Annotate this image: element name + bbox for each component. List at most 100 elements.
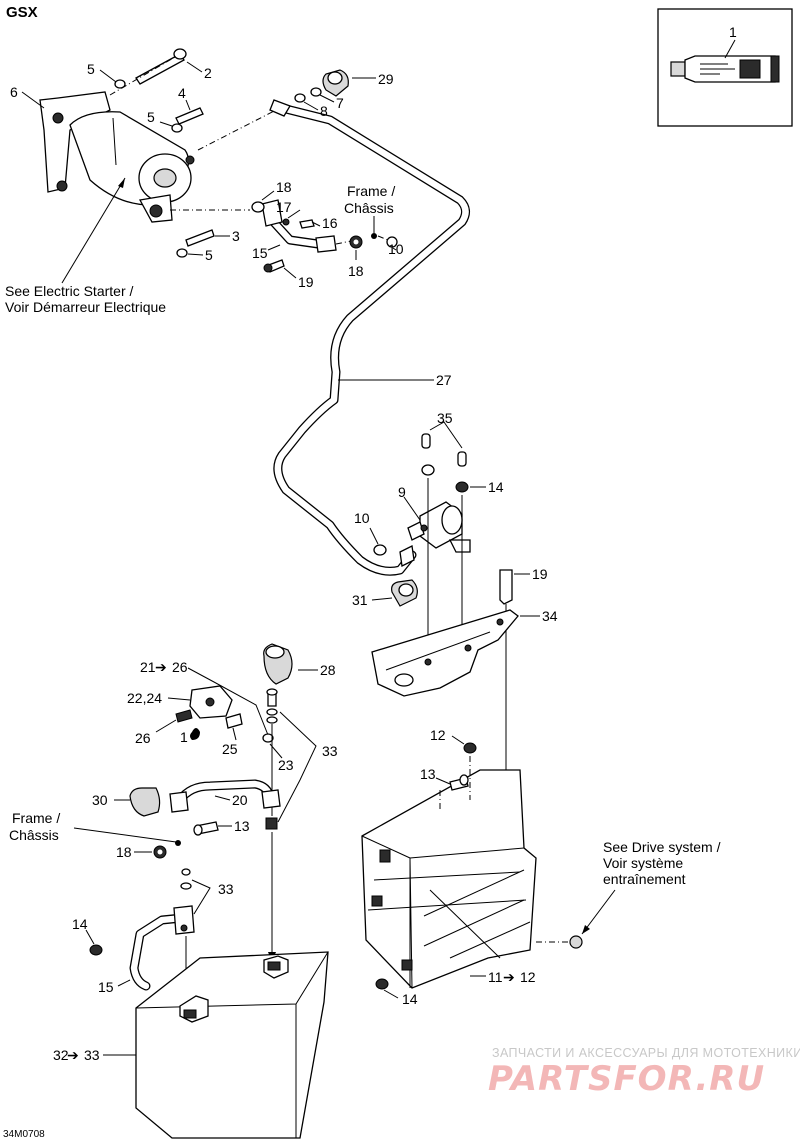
callout-16: 16 — [322, 215, 338, 231]
note-frame-top-en: Frame / — [347, 183, 395, 199]
cap-35-b — [457, 451, 467, 467]
callout-31: 31 — [352, 592, 368, 608]
callout-13-left: 13 — [234, 818, 250, 834]
callout-17: 17 — [276, 199, 292, 215]
bolt-4 — [175, 107, 204, 125]
fuse-25 — [225, 713, 243, 729]
callout-5-low: 5 — [205, 247, 213, 263]
callout-10-mid: 10 — [354, 510, 370, 526]
callout-19-top: 19 — [298, 274, 314, 290]
nut-10-mid — [373, 544, 387, 556]
note-electric-starter-fr: Voir Démarreur Electrique — [5, 299, 166, 315]
screw-16 — [299, 219, 315, 229]
callout-1-grease: 1 — [180, 729, 188, 745]
boot-30 — [129, 787, 161, 817]
cable-20 — [169, 779, 281, 813]
callout-5-top: 5 — [87, 61, 95, 77]
callout-20: 20 — [232, 792, 248, 808]
callout-32: 32 — [53, 1047, 69, 1063]
callout-15-top: 15 — [252, 245, 268, 261]
callout-26: 26 — [135, 730, 151, 746]
callout-4: 4 — [178, 85, 186, 101]
callout-35: 35 — [437, 410, 453, 426]
callout-27: 27 — [436, 372, 452, 388]
note-frame-left-en: Frame / — [12, 810, 60, 826]
electric-starter — [39, 91, 195, 223]
callout-12-top: 12 — [430, 727, 446, 743]
arrow-21-26: ➔ — [155, 659, 167, 675]
nut-7 — [310, 87, 322, 97]
grease-drop-icon — [190, 728, 200, 740]
model-title: GSX — [6, 4, 38, 21]
callout-25: 25 — [222, 741, 238, 757]
callout-14-left: 14 — [72, 916, 88, 932]
callout-5-mid: 5 — [147, 109, 155, 125]
fuse-holder-22 — [189, 685, 233, 719]
callout-1: 1 — [729, 24, 737, 40]
fuse-26 — [175, 709, 193, 723]
drive-fastener — [569, 935, 583, 949]
solenoid-9 — [407, 501, 471, 553]
callout-33-mid: 33 — [218, 881, 234, 897]
callout-10-top: 10 — [388, 241, 404, 257]
bolt-2 — [135, 53, 185, 85]
callout-15-lower: 15 — [98, 979, 114, 995]
callout-29: 29 — [378, 71, 394, 87]
callout-22-24: 22,24 — [127, 690, 162, 706]
screw-19-right — [499, 569, 513, 605]
arrow-32-33: ➔ — [67, 1047, 79, 1063]
ground-cable-15-lower — [129, 905, 195, 991]
ground-cable-top — [251, 199, 337, 273]
callout-26-range: 26 — [172, 659, 188, 675]
sealant-inset: 1 — [657, 8, 793, 127]
callout-12: 12 — [520, 969, 536, 985]
watermark-brand: PARTSFOR.RU — [488, 1059, 765, 1099]
callout-18-left: 18 — [116, 844, 132, 860]
cap-35-a — [421, 433, 431, 449]
callout-30: 30 — [92, 792, 108, 808]
callout-13-right: 13 — [420, 766, 436, 782]
sealant-tube-icon — [670, 55, 780, 83]
washer-5c — [176, 248, 188, 258]
cable-27 — [273, 103, 470, 576]
callout-6: 6 — [10, 84, 18, 100]
callout-9: 9 — [398, 484, 406, 500]
nut-10-top — [386, 236, 398, 248]
nut-14-left — [89, 944, 103, 956]
ring-23 — [262, 733, 274, 743]
note-drive-fr-1: Voir système — [603, 855, 683, 871]
starter-hardware — [114, 48, 215, 258]
callout-18-top: 18 — [276, 179, 292, 195]
figure-code: 34M0708 — [3, 1129, 45, 1140]
callout-14-solenoid: 14 — [488, 479, 504, 495]
nut-14-a — [421, 464, 435, 476]
note-drive-en: See Drive system / — [603, 839, 721, 855]
callout-3: 3 — [232, 228, 240, 244]
washer-8 — [294, 93, 306, 103]
note-frame-top-fr: Châssis — [344, 200, 394, 216]
note-drive-fr-2: entraînement — [603, 871, 686, 887]
callout-8: 8 — [320, 103, 328, 119]
washer-5a — [114, 79, 126, 89]
note-frame-left-fr: Châssis — [9, 827, 59, 843]
callout-19-right: 19 — [532, 566, 548, 582]
callout-18-mid: 18 — [348, 263, 364, 279]
callout-28: 28 — [320, 662, 336, 678]
callout-21: 21 — [140, 659, 156, 675]
frame-anchor-left — [175, 840, 181, 846]
callout-14-right: 14 — [402, 991, 418, 1007]
bracket-34 — [371, 609, 519, 697]
nut-14-b — [455, 481, 469, 493]
callout-33-top: 33 — [322, 743, 338, 759]
lock-washer-18-top — [251, 201, 265, 213]
note-electric-starter-en: See Electric Starter / — [5, 283, 133, 299]
watermark-tagline: ЗАПЧАСТИ И АКСЕССУАРЫ ДЛЯ МОТОТЕХНИКИ — [492, 1046, 800, 1060]
callout-11: 11 — [488, 969, 503, 985]
arrow-11-12: ➔ — [503, 969, 515, 985]
callout-7: 7 — [336, 95, 344, 111]
callout-34: 34 — [542, 608, 558, 624]
nut-12 — [463, 742, 477, 754]
battery-32 — [135, 951, 329, 1139]
callout-33-range: 33 — [84, 1047, 100, 1063]
